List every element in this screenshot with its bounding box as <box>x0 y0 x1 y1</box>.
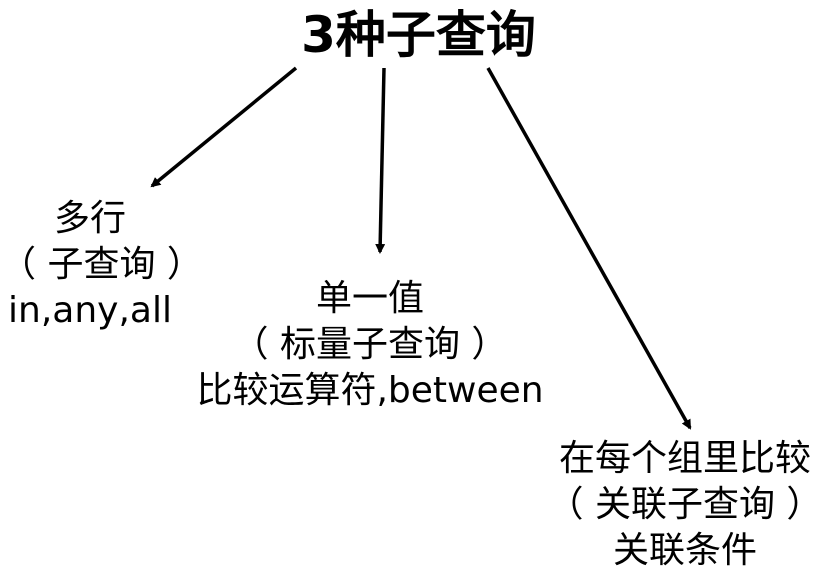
node-correlated-type: （ 关联子查询 ） <box>547 484 823 525</box>
node-single-value-operators: 比较运算符,between <box>196 370 544 411</box>
arrow-to-right-node <box>486 67 692 430</box>
diagram-title: 3种子查询 <box>301 6 536 64</box>
node-correlated-condition: 关联条件 <box>612 530 757 571</box>
arrow-to-middle-node <box>375 67 386 254</box>
node-multi-row-type: （ 子查询 ） <box>0 244 203 285</box>
node-correlated: 在每个组里比较 （ 关联子查询 ） 关联条件 <box>540 436 830 574</box>
node-multi-row-heading: 多行 <box>53 198 126 239</box>
node-single-value: 单一值 （ 标量子查询 ） 比较运算符,between <box>170 276 570 414</box>
node-correlated-heading: 在每个组里比较 <box>558 438 811 479</box>
node-single-value-type: （ 标量子查询 ） <box>232 324 508 365</box>
node-multi-row: 多行 （ 子查询 ） in,any,all <box>0 196 203 334</box>
node-multi-row-operators: in,any,all <box>8 290 172 331</box>
arrow-to-left-node <box>150 66 298 188</box>
node-single-value-heading: 单一值 <box>315 278 424 319</box>
